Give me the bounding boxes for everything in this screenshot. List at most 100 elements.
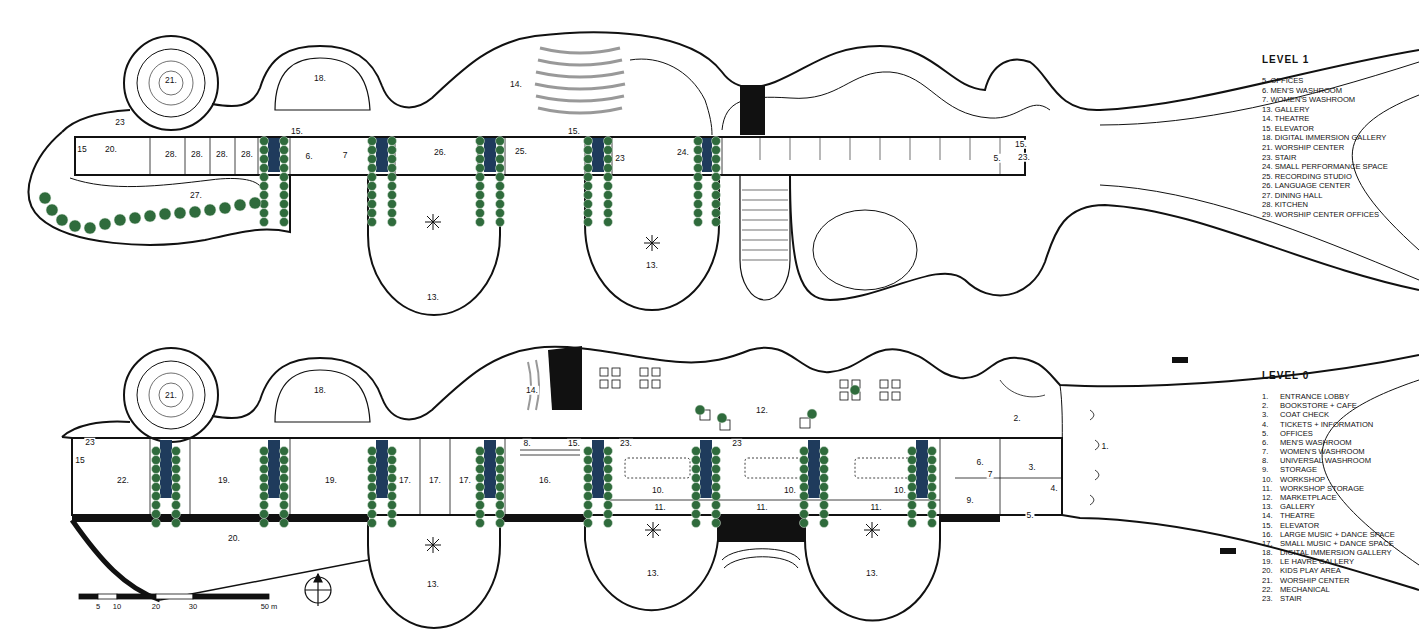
- tree-symbol: [584, 155, 593, 164]
- room-number: 28.: [215, 150, 229, 159]
- level0-plan: [500, 515, 585, 522]
- tree-symbol: [712, 182, 721, 191]
- room-number: 1.: [1100, 442, 1109, 451]
- legend-entry: 13.: [1262, 503, 1273, 511]
- room-number: 11.: [755, 503, 768, 512]
- room-number: 11.: [653, 503, 666, 512]
- tree-symbol: [260, 519, 269, 528]
- level0-plan: [880, 392, 888, 400]
- room-number: 16.: [538, 476, 552, 485]
- legend-entry: 28. KITCHEN: [1262, 201, 1308, 209]
- room-number: 15.: [567, 127, 581, 136]
- tree-symbol: [172, 483, 181, 492]
- legend-entry: 9.: [1262, 466, 1268, 474]
- glazing-panel: [484, 138, 496, 172]
- room-number: 21.: [164, 391, 178, 400]
- tree-symbol: [152, 474, 161, 483]
- level1-plan: [585, 175, 719, 310]
- tree-symbol: [260, 146, 269, 155]
- tree-symbol: [368, 474, 377, 483]
- tree-symbol: [928, 447, 937, 456]
- tree-symbol: [476, 182, 485, 191]
- room-number: 15.: [1014, 140, 1028, 149]
- tree-symbol: [800, 510, 809, 519]
- legend-entry: STAIR: [1280, 595, 1302, 603]
- tree-symbol: [476, 137, 485, 146]
- tree-symbol: [496, 483, 505, 492]
- legend-entry: 27. DINING HALL: [1262, 192, 1322, 200]
- legend-entry: MECHANICAL: [1280, 586, 1330, 594]
- room-number: 5.: [1025, 511, 1034, 520]
- tree-symbol: [800, 492, 809, 501]
- tree-symbol: [260, 209, 269, 218]
- level0-plan: [159, 383, 183, 407]
- tree-symbol: [388, 474, 397, 483]
- legend-entry: LE HAVRE GALLERY: [1280, 558, 1354, 566]
- room-number: 27.: [189, 191, 203, 200]
- tree-symbol: [280, 155, 289, 164]
- tree-symbol: [604, 447, 613, 456]
- tree-symbol: [800, 474, 809, 483]
- room-number: 4.: [1049, 484, 1058, 493]
- level0-plan: [640, 380, 648, 388]
- tree-symbol: [496, 501, 505, 510]
- level0-plan: [652, 368, 660, 376]
- tree-symbol: [694, 218, 703, 227]
- level1-plan: [275, 58, 370, 110]
- tree-symbol: [496, 492, 505, 501]
- tree-symbol: [712, 510, 721, 519]
- tree-symbol: [368, 447, 377, 456]
- tree-symbol: [694, 155, 703, 164]
- tree-symbol: [280, 519, 289, 528]
- tree-symbol: [820, 510, 829, 519]
- level1-plan: [535, 48, 625, 113]
- tree-symbol: [476, 146, 485, 155]
- room-number: 10.: [893, 486, 907, 495]
- legend-entry: 20.: [1262, 567, 1273, 575]
- tree-symbol: [712, 501, 721, 510]
- tree-symbol: [56, 214, 68, 226]
- tree-symbol: [800, 447, 809, 456]
- glazing-panel: [702, 138, 712, 172]
- scale-label: 30: [189, 603, 197, 611]
- tree-symbol: [712, 218, 721, 227]
- tree-symbol: [800, 519, 809, 528]
- tree-symbol: [249, 197, 261, 209]
- tree-symbol: [280, 164, 289, 173]
- tree-symbol: [908, 465, 917, 474]
- scale-bar: [98, 594, 117, 599]
- scale-bar: [79, 594, 98, 599]
- legend-entry: 21. WORSHIP CENTER: [1262, 144, 1344, 152]
- tree-symbol: [260, 164, 269, 173]
- room-number: 5.: [992, 154, 1001, 163]
- tree-symbol: [584, 510, 593, 519]
- tree-symbol: [280, 501, 289, 510]
- tree-symbol: [496, 164, 505, 173]
- level1-plan: [29, 32, 1419, 315]
- tree-symbol: [692, 492, 701, 501]
- glazing-panel: [268, 440, 280, 498]
- level0-plan: [72, 515, 368, 522]
- tree-symbol: [712, 492, 721, 501]
- tree-symbol: [280, 474, 289, 483]
- level0-plan: [548, 346, 582, 410]
- tree-symbol: [260, 510, 269, 519]
- legend-entry: ENTRANCE LOBBY: [1280, 393, 1349, 401]
- room-number: 17.: [428, 476, 442, 485]
- level0-plan: [62, 422, 130, 437]
- glazing-panel: [916, 440, 928, 498]
- legend-entry: 24. SMALL PERFORMANCE SPACE: [1262, 163, 1388, 171]
- legend-entry: UNIVERSAL WASHROOM: [1280, 457, 1371, 465]
- legend-entry: 21.: [1262, 577, 1273, 585]
- tree-symbol: [260, 191, 269, 200]
- tree-symbol: [584, 164, 593, 173]
- legend-entry: 25. RECORDING STUDIO: [1262, 173, 1352, 181]
- tree-symbol: [152, 510, 161, 519]
- legend-entry: KIDS PLAY AREA: [1280, 567, 1341, 575]
- tree-symbol: [476, 164, 485, 173]
- tree-symbol: [694, 209, 703, 218]
- room-number: 23: [614, 154, 625, 163]
- tree-symbol: [604, 191, 613, 200]
- room-number: 18.: [313, 74, 327, 83]
- tree-symbol: [908, 501, 917, 510]
